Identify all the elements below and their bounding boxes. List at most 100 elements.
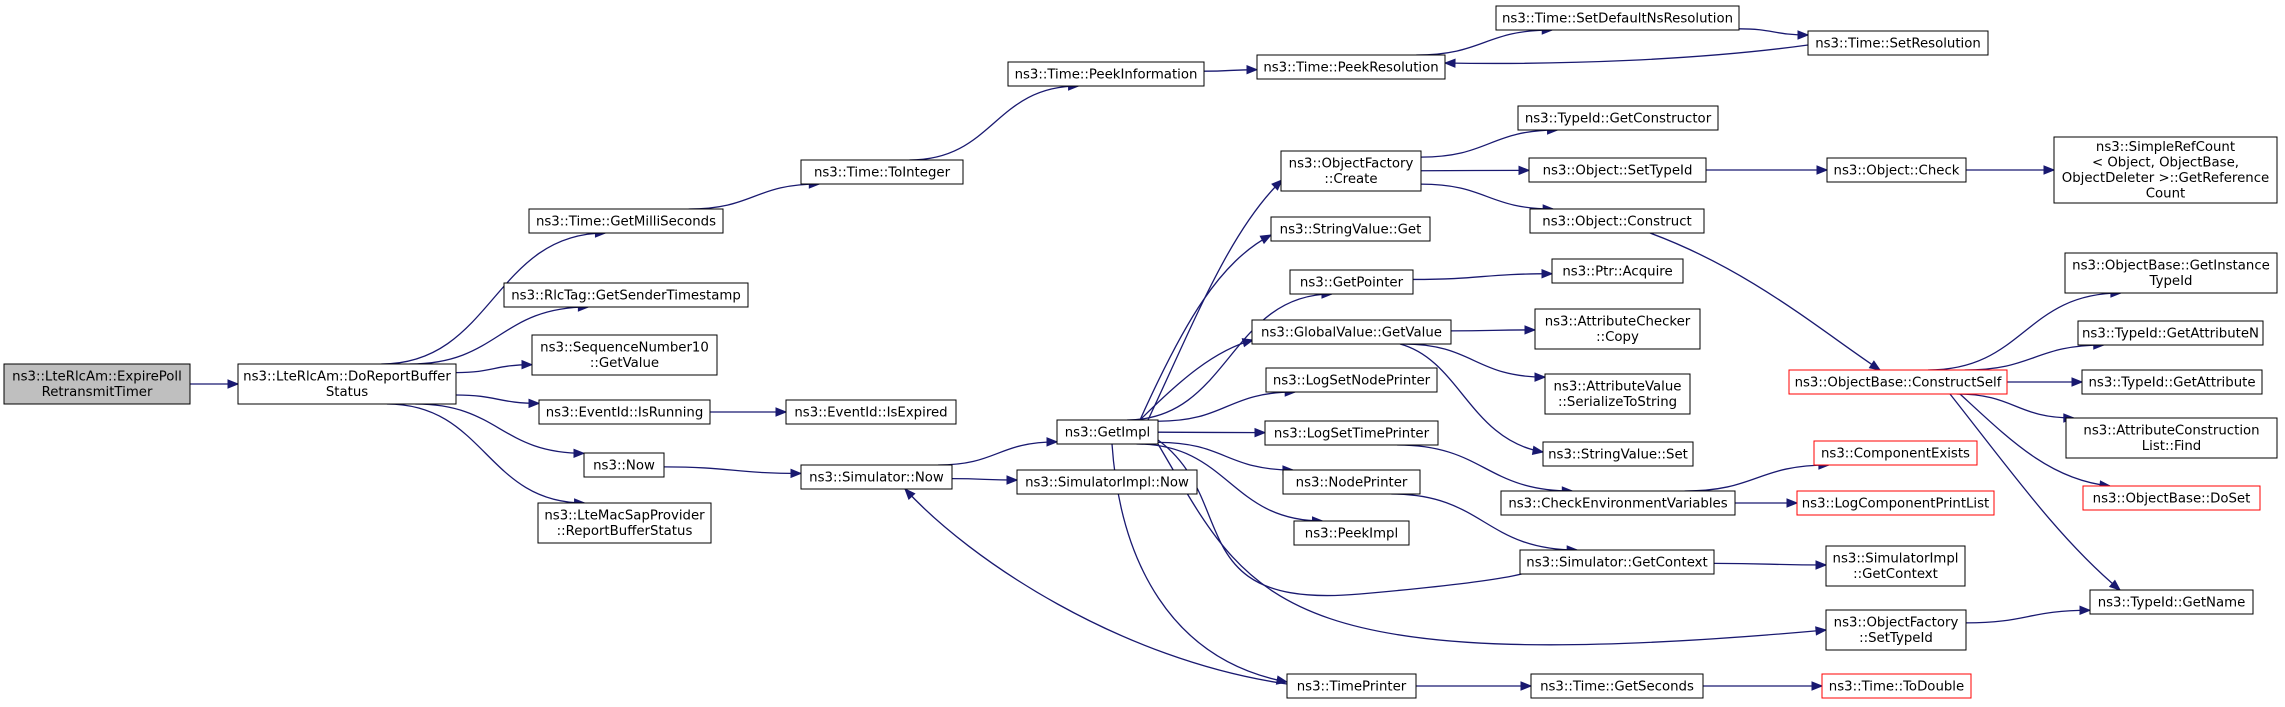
node-lstp[interactable]: ns3::LogSetTimePrinter	[1264, 420, 1439, 446]
node-checkenv[interactable]: ns3::CheckEnvironmentVariables	[1500, 490, 1736, 516]
node-box[interactable]	[1282, 469, 1421, 495]
node-box[interactable]	[1251, 319, 1452, 345]
node-svset[interactable]: ns3::StringValue::Set	[1542, 441, 1694, 467]
node-box[interactable]	[3, 363, 191, 405]
node-tidctor[interactable]: ns3::TypeId::GetConstructor	[1517, 105, 1719, 131]
node-box[interactable]	[1826, 157, 1967, 183]
node-compexists[interactable]: ns3::ComponentExists	[1813, 440, 1978, 466]
node-box[interactable]	[1270, 216, 1431, 242]
node-box[interactable]	[2081, 369, 2263, 395]
node-tidga[interactable]: ns3::TypeId::GetAttribute	[2081, 369, 2263, 395]
node-box[interactable]	[1519, 549, 1715, 575]
node-box[interactable]	[531, 334, 718, 376]
node-box[interactable]	[1821, 673, 1972, 699]
node-srcgrc[interactable]: ns3::SimpleRefCount< Object, ObjectBase,…	[2053, 136, 2278, 204]
node-box[interactable]	[1529, 208, 1705, 234]
node-box[interactable]	[1530, 673, 1704, 699]
node-box[interactable]	[1825, 545, 1966, 587]
node-toint[interactable]: ns3::Time::ToInteger	[800, 159, 964, 185]
node-isrun[interactable]: ns3::EventId::IsRunning	[538, 399, 711, 425]
node-simimplnow[interactable]: ns3::SimulatorImpl::Now	[1016, 469, 1198, 495]
node-box[interactable]	[503, 282, 749, 308]
node-box[interactable]	[1825, 609, 1967, 651]
node-avser[interactable]: ns3::AttributeValue::SerializeToString	[1544, 373, 1691, 415]
node-timep[interactable]: ns3::TimePrinter	[1286, 673, 1417, 699]
node-box[interactable]	[1544, 373, 1691, 415]
node-obdoset[interactable]: ns3::ObjectBase::DoSet	[2082, 485, 2261, 511]
node-box[interactable]	[1286, 673, 1417, 699]
node-objcheck[interactable]: ns3::Object::Check	[1826, 157, 1967, 183]
node-box[interactable]	[2089, 589, 2254, 615]
node-tidgan[interactable]: ns3::TypeId::GetAttributeN	[2077, 320, 2264, 346]
node-box[interactable]	[1264, 420, 1439, 446]
node-peekres[interactable]: ns3::Time::PeekResolution	[1256, 54, 1446, 80]
node-box[interactable]	[1265, 367, 1438, 393]
node-box[interactable]	[1256, 54, 1446, 80]
node-box[interactable]	[1542, 441, 1694, 467]
node-isexp[interactable]: ns3::EventId::IsExpired	[785, 399, 957, 425]
node-simnow[interactable]: ns3::Simulator::Now	[800, 464, 953, 490]
node-box[interactable]	[785, 399, 957, 425]
node-box[interactable]	[2077, 320, 2264, 346]
node-obconstructself[interactable]: ns3::ObjectBase::ConstructSelf	[1788, 369, 2008, 395]
node-box[interactable]	[800, 159, 964, 185]
node-box[interactable]	[1007, 61, 1205, 87]
node-lmsap[interactable]: ns3::LteMacSapProvider::ReportBufferStat…	[537, 502, 712, 544]
node-nodep[interactable]: ns3::NodePrinter	[1282, 469, 1421, 495]
node-getimpl[interactable]: ns3::GetImpl	[1056, 419, 1159, 445]
node-box[interactable]	[1056, 419, 1159, 445]
node-lsnp[interactable]: ns3::LogSetNodePrinter	[1265, 367, 1438, 393]
node-simgetctx[interactable]: ns3::Simulator::GetContext	[1519, 549, 1715, 575]
node-getptr[interactable]: ns3::GetPointer	[1289, 269, 1414, 295]
node-peekinfo[interactable]: ns3::Time::PeekInformation	[1007, 61, 1205, 87]
node-now[interactable]: ns3::Now	[583, 452, 665, 478]
node-svget[interactable]: ns3::StringValue::Get	[1270, 216, 1431, 242]
node-rlctag[interactable]: ns3::RlcTag::GetSenderTimestamp	[503, 282, 749, 308]
node-box[interactable]	[1796, 490, 1995, 516]
node-getms[interactable]: ns3::Time::GetMilliSeconds	[528, 208, 724, 234]
node-peekimpl[interactable]: ns3::PeekImpl	[1293, 520, 1410, 546]
node-box[interactable]	[1813, 440, 1978, 466]
node-timegetsec[interactable]: ns3::Time::GetSeconds	[1530, 673, 1704, 699]
node-ptracq[interactable]: ns3::Ptr::Acquire	[1551, 258, 1684, 284]
node-simimplctx[interactable]: ns3::SimulatorImpl::GetContext	[1825, 545, 1966, 587]
node-box[interactable]	[2053, 136, 2278, 204]
node-box[interactable]	[1517, 105, 1719, 131]
node-box[interactable]	[1807, 30, 1989, 56]
node-box[interactable]	[1500, 490, 1736, 516]
node-setres[interactable]: ns3::Time::SetResolution	[1807, 30, 1989, 56]
node-logcpl[interactable]: ns3::LogComponentPrintList	[1796, 490, 1995, 516]
node-box[interactable]	[1016, 469, 1198, 495]
node-setdef[interactable]: ns3::Time::SetDefaultNsResolution	[1495, 5, 1740, 31]
node-box[interactable]	[1534, 308, 1701, 350]
node-accopy[interactable]: ns3::AttributeChecker::Copy	[1534, 308, 1701, 350]
node-box[interactable]	[583, 452, 665, 478]
node-box[interactable]	[800, 464, 953, 490]
node-box[interactable]	[2082, 485, 2261, 511]
node-box[interactable]	[1528, 157, 1707, 183]
node-ofcreate[interactable]: ns3::ObjectFactory::Create	[1280, 150, 1422, 192]
node-box[interactable]	[537, 502, 712, 544]
node-objsettid[interactable]: ns3::Object::SetTypeId	[1528, 157, 1707, 183]
node-box[interactable]	[2064, 252, 2278, 294]
node-tidgetname[interactable]: ns3::TypeId::GetName	[2089, 589, 2254, 615]
node-box[interactable]	[1551, 258, 1684, 284]
node-box[interactable]	[538, 399, 711, 425]
node-seqnum[interactable]: ns3::SequenceNumber10::GetValue	[531, 334, 718, 376]
node-box[interactable]	[1495, 5, 1740, 31]
node-box[interactable]	[1788, 369, 2008, 395]
node-box[interactable]	[1289, 269, 1414, 295]
node-gvget[interactable]: ns3::GlobalValue::GetValue	[1251, 319, 1452, 345]
node-ofsettid[interactable]: ns3::ObjectFactory::SetTypeId	[1825, 609, 1967, 651]
node-box[interactable]	[1280, 150, 1422, 192]
node-box[interactable]	[528, 208, 724, 234]
node-objconstruct[interactable]: ns3::Object::Construct	[1529, 208, 1705, 234]
node-todouble[interactable]: ns3::Time::ToDouble	[1821, 673, 1972, 699]
node-box[interactable]	[237, 363, 457, 405]
node-box[interactable]	[2065, 417, 2278, 459]
node-box[interactable]	[1293, 520, 1410, 546]
